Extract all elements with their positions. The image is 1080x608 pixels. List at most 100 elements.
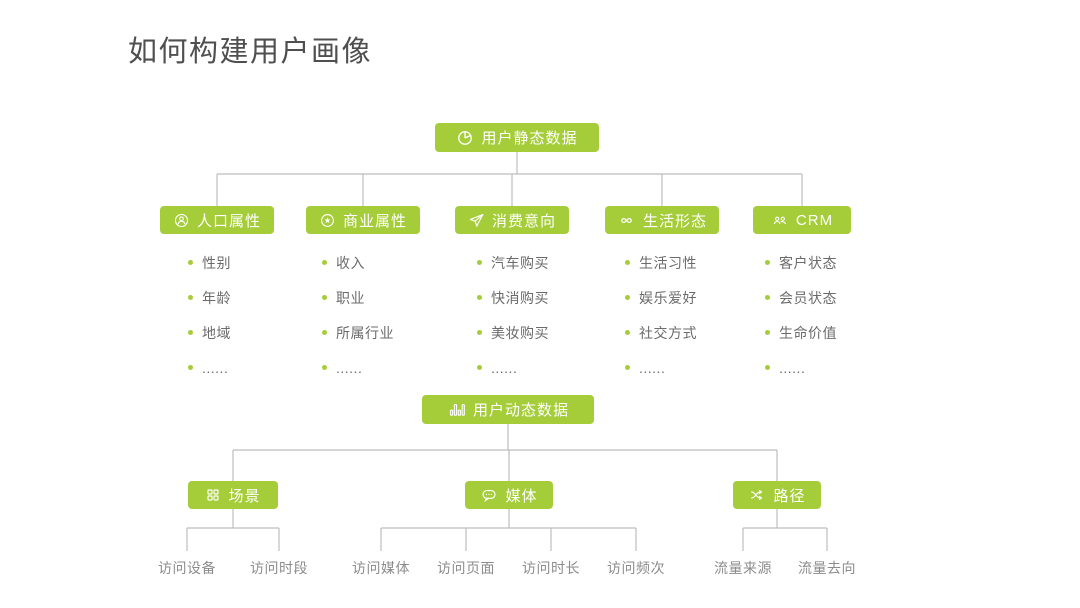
attribute-item: 地域 bbox=[188, 315, 231, 350]
attribute-text: 美妆购买 bbox=[491, 324, 549, 341]
attribute-item: 生活习性 bbox=[625, 245, 697, 280]
attribute-list-crm: 客户状态 会员状态 生命价值 ...... bbox=[765, 245, 837, 385]
leaf-label: 访问设备 bbox=[158, 560, 216, 576]
dynamic-data-root-node: 用户动态数据 bbox=[422, 395, 594, 424]
static-data-root-label: 用户静态数据 bbox=[481, 130, 578, 147]
bullet-dot bbox=[322, 295, 327, 300]
attribute-item: 客户状态 bbox=[765, 245, 837, 280]
bullet-dot bbox=[477, 295, 482, 300]
bullet-dot bbox=[322, 260, 327, 265]
attribute-text: 会员状态 bbox=[779, 289, 837, 306]
static-data-root-node: 用户静态数据 bbox=[435, 123, 599, 152]
bullet-dot bbox=[188, 260, 193, 265]
bullet-dot bbox=[625, 295, 630, 300]
attribute-item: 娱乐爱好 bbox=[625, 280, 697, 315]
attribute-text: 客户状态 bbox=[779, 254, 837, 271]
bullet-dot bbox=[625, 330, 630, 335]
badge-star-icon bbox=[319, 212, 336, 229]
attribute-text: 社交方式 bbox=[639, 324, 697, 341]
paper-plane-icon bbox=[468, 212, 485, 229]
attribute-list-consumption: 汽车购买 快消购买 美妆购买 ...... bbox=[477, 245, 549, 385]
attribute-text: 年龄 bbox=[202, 289, 231, 306]
attribute-item: 美妆购买 bbox=[477, 315, 549, 350]
bullet-dot bbox=[477, 260, 482, 265]
category-label: 生活形态 bbox=[642, 212, 707, 230]
category-label: 商业属性 bbox=[342, 212, 407, 230]
page-title: 如何构建用户画像 bbox=[128, 36, 373, 68]
bullet-dot bbox=[322, 365, 327, 370]
people-icon bbox=[771, 212, 789, 229]
leaf-label: 访问时长 bbox=[522, 560, 580, 576]
category-label: 场景 bbox=[228, 487, 261, 505]
attribute-text: 收入 bbox=[336, 254, 365, 271]
attribute-text: 性别 bbox=[202, 254, 231, 271]
category-label: CRM bbox=[795, 211, 834, 229]
bullet-dot bbox=[477, 365, 482, 370]
leaf-label: 访问媒体 bbox=[352, 560, 410, 576]
attribute-text: ...... bbox=[491, 359, 518, 376]
person-icon bbox=[173, 212, 190, 229]
attribute-text: 生活习性 bbox=[639, 254, 697, 271]
bullet-dot bbox=[765, 365, 770, 370]
attribute-item: 社交方式 bbox=[625, 315, 697, 350]
leaf-label: 流量去向 bbox=[798, 560, 856, 576]
attribute-item: 职业 bbox=[322, 280, 394, 315]
attribute-item: 会员状态 bbox=[765, 280, 837, 315]
attribute-text: ...... bbox=[639, 359, 666, 376]
bullet-dot bbox=[188, 295, 193, 300]
bullet-dot bbox=[625, 260, 630, 265]
attribute-text: ...... bbox=[202, 359, 229, 376]
attribute-text: 汽车购买 bbox=[491, 254, 549, 271]
bullet-dot bbox=[188, 330, 193, 335]
leaf-label: 访问频次 bbox=[607, 560, 665, 576]
attribute-item: ...... bbox=[625, 350, 697, 385]
shuffle-icon bbox=[748, 487, 766, 503]
attribute-list-business: 收入 职业 所属行业 ...... bbox=[322, 245, 394, 385]
category-label: 路径 bbox=[773, 487, 806, 505]
attribute-text: 娱乐爱好 bbox=[639, 289, 697, 306]
attribute-item: 性别 bbox=[188, 245, 231, 280]
bullet-dot bbox=[765, 260, 770, 265]
attribute-text: ...... bbox=[336, 359, 363, 376]
infinity-icon bbox=[617, 212, 636, 229]
chat-bubble-icon bbox=[480, 487, 498, 504]
category-label: 人口属性 bbox=[196, 212, 261, 230]
category-label: 媒体 bbox=[505, 487, 538, 505]
dynamic-data-root-label: 用户动态数据 bbox=[472, 402, 569, 419]
category-node-business-attributes: 商业属性 bbox=[306, 206, 420, 234]
attribute-item: ...... bbox=[477, 350, 549, 385]
category-node-scene: 场景 bbox=[188, 481, 278, 509]
category-node-media: 媒体 bbox=[465, 481, 553, 509]
attribute-text: 职业 bbox=[336, 289, 365, 306]
attribute-text: 快消购买 bbox=[491, 289, 549, 306]
attribute-item: ...... bbox=[322, 350, 394, 385]
category-label: 消费意向 bbox=[491, 212, 556, 230]
bullet-dot bbox=[188, 365, 193, 370]
attribute-text: 生命价值 bbox=[779, 324, 837, 341]
bullet-dot bbox=[477, 330, 482, 335]
attribute-item: 所属行业 bbox=[322, 315, 394, 350]
attribute-text: 地域 bbox=[202, 324, 231, 341]
category-node-crm: CRM bbox=[753, 206, 851, 234]
attribute-item: 生命价值 bbox=[765, 315, 837, 350]
attribute-list-lifestyle: 生活习性 娱乐爱好 社交方式 ...... bbox=[625, 245, 697, 385]
bullet-dot bbox=[322, 330, 327, 335]
bullet-dot bbox=[625, 365, 630, 370]
attribute-item: ...... bbox=[765, 350, 837, 385]
attribute-item: 汽车购买 bbox=[477, 245, 549, 280]
attribute-text: 所属行业 bbox=[336, 324, 394, 341]
attribute-list-demographics: 性别 年龄 地域 ...... bbox=[188, 245, 231, 385]
leaf-label: 访问时段 bbox=[250, 560, 308, 576]
attribute-item: 收入 bbox=[322, 245, 394, 280]
bullet-dot bbox=[765, 295, 770, 300]
category-node-consumption-intent: 消费意向 bbox=[455, 206, 569, 234]
pie-chart-icon bbox=[456, 129, 474, 147]
grid-icon bbox=[205, 487, 221, 503]
bullet-dot bbox=[765, 330, 770, 335]
category-node-demographics: 人口属性 bbox=[160, 206, 274, 234]
category-node-lifestyle: 生活形态 bbox=[605, 206, 719, 234]
attribute-item: 快消购买 bbox=[477, 280, 549, 315]
category-node-path: 路径 bbox=[733, 481, 821, 509]
leaf-label: 访问页面 bbox=[437, 560, 495, 576]
attribute-text: ...... bbox=[779, 359, 806, 376]
